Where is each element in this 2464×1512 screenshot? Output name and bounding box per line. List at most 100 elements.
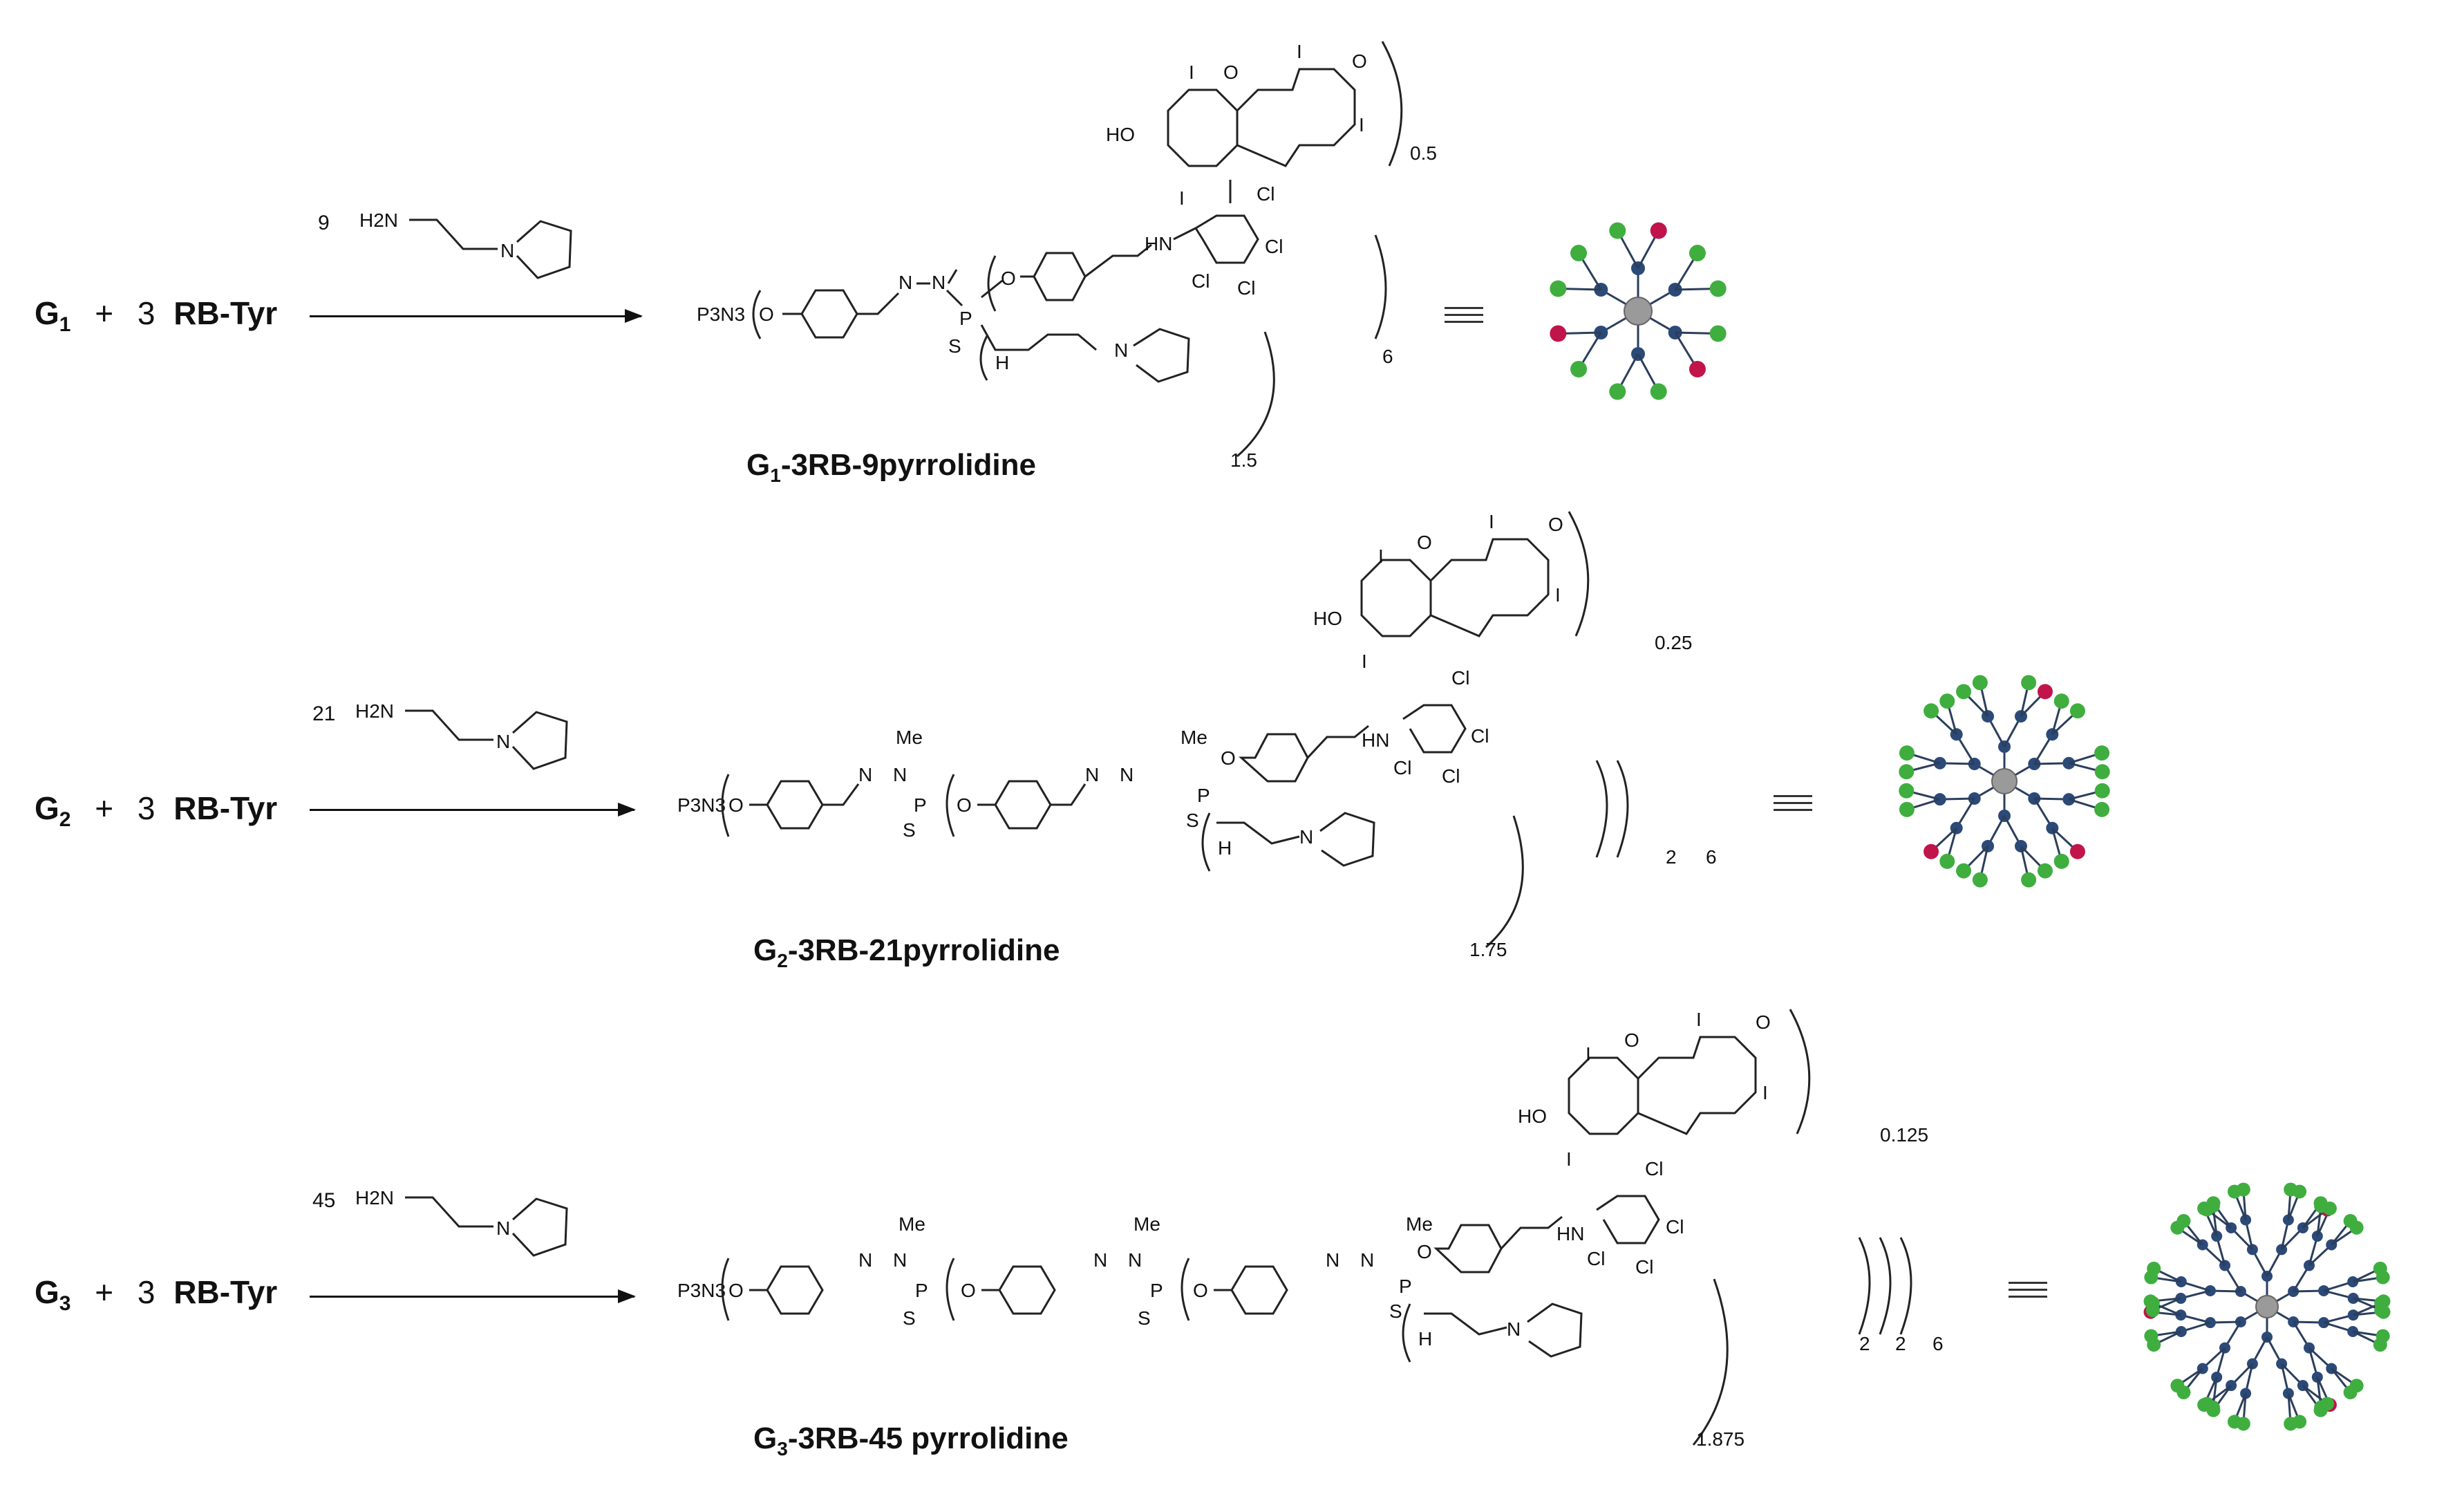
rb-terminal (2069, 843, 2085, 859)
product-structure-3: P3N3 O N N Me P S O N N Me P S O N N Me … (677, 1009, 1912, 1446)
amine-terminal (1689, 245, 1706, 262)
branch-node (2175, 1309, 2187, 1321)
rb-label: RB-Tyr (173, 790, 278, 826)
amine-terminal (2037, 863, 2053, 879)
amine-terminal (2176, 1214, 2191, 1229)
amine-reagent: H2N N (355, 1187, 568, 1257)
core-node (2255, 1295, 2279, 1318)
atom-i: I (1362, 651, 1367, 672)
atom-o: O (728, 1280, 744, 1301)
amine-terminal (1924, 703, 1939, 719)
atom-o: O (957, 794, 972, 816)
branch-node (2204, 1285, 2216, 1296)
atom-n: N (858, 764, 872, 785)
atom-s: S (948, 335, 961, 357)
branch-node (2175, 1325, 2187, 1337)
atom-i: I (1762, 1082, 1768, 1103)
amine-n-label: N (496, 731, 510, 752)
atom-p: P (959, 308, 972, 329)
rb-terminal (1924, 843, 1939, 859)
amine-terminal (2349, 1220, 2364, 1235)
reaction-arrow (310, 1289, 636, 1303)
atom-cl: Cl (1237, 277, 1255, 299)
atom-i: I (1179, 187, 1185, 209)
amine-terminal (2053, 693, 2069, 709)
index-outer: 6 (1932, 1333, 1944, 1354)
atom-hn: HN (1145, 233, 1172, 254)
amine-terminal (1709, 280, 1727, 297)
index-gen: 2 (1895, 1333, 1906, 1354)
atom-hn: HN (1362, 729, 1389, 751)
amine-terminal (1956, 684, 1972, 700)
reactant-generation: G (35, 790, 59, 826)
atom-cl: Cl (1442, 765, 1460, 787)
atom-ho: HO (1313, 608, 1342, 629)
atom-n: N (1128, 1249, 1142, 1271)
index-rb: 0.5 (1410, 142, 1437, 164)
amine-count: 21 (312, 702, 336, 725)
atom-o: O (961, 1280, 976, 1301)
atom-me: Me (1134, 1213, 1160, 1235)
core-node (1624, 297, 1653, 326)
dendrimer-illustration-g2 (1899, 675, 2110, 888)
amine-terminal (1570, 360, 1588, 377)
atom-n: N (1299, 826, 1313, 848)
reactant-sub: 1 (59, 313, 71, 337)
atom-me: Me (896, 727, 923, 748)
product-name: G2-3RB-21pyrrolidine (753, 933, 1060, 972)
rb-count: 3 (137, 295, 156, 331)
atom-n: N (1093, 1249, 1107, 1271)
amine-terminal (2376, 1270, 2390, 1285)
reaction-arrow (310, 309, 643, 323)
amine-terminal (2343, 1385, 2358, 1399)
atom-ho: HO (1106, 124, 1135, 145)
amine-terminal (2373, 1338, 2387, 1352)
atom-o: O (1221, 747, 1236, 769)
atom-i: I (1586, 1043, 1591, 1065)
product-suffix: -3RB-21pyrrolidine (787, 933, 1060, 967)
branch-node (2347, 1276, 2359, 1288)
product-sub: 2 (777, 949, 788, 971)
index-rb: 0.125 (1880, 1124, 1929, 1146)
atom-p: P (1150, 1280, 1163, 1301)
atom-n: N (1120, 764, 1134, 785)
product-prefix: G (753, 1421, 778, 1455)
atom-o: O (1624, 1029, 1639, 1051)
branch-node (2347, 1292, 2359, 1304)
product-suffix: -3RB-45 pyrrolidine (787, 1421, 1069, 1455)
atom-o: O (1001, 268, 1016, 289)
amine-terminal (1899, 801, 1915, 817)
product-name: G1-3RB-9pyrrolidine (746, 448, 1036, 487)
amine-terminal (2053, 853, 2069, 869)
amine-terminal (1956, 863, 1972, 879)
atom-cl: Cl (1265, 236, 1283, 257)
index-outer: 6 (1382, 346, 1393, 367)
atom-cl: Cl (1257, 183, 1275, 205)
atom-cl: Cl (1451, 667, 1469, 689)
equivalence-symbol (2009, 1282, 2047, 1303)
core-node (1991, 768, 2018, 794)
amine-terminal (2284, 1417, 2298, 1431)
product-structure-2: P3N3 O N N Me P S O N N Me P S O HN Cl C… (677, 511, 1629, 949)
amine-terminal (1899, 783, 1915, 799)
rb-terminal (1550, 325, 1567, 342)
atom-cl: Cl (1393, 757, 1411, 778)
index-outer: 6 (1706, 846, 1717, 868)
atom-p: P (1197, 785, 1210, 806)
reactant-sub: 3 (59, 1292, 71, 1316)
atom-n: N (932, 272, 946, 293)
atom-n: N (858, 1249, 872, 1271)
product-prefix: G (753, 933, 778, 967)
plus-sign: + (95, 790, 114, 826)
atom-n: N (1326, 1249, 1339, 1271)
index-amine: 1.75 (1469, 939, 1507, 960)
amine-terminal (2143, 1294, 2158, 1309)
index-amine: 1.5 (1230, 449, 1257, 471)
amine-terminal (1899, 745, 1915, 761)
equivalence-symbol (1774, 795, 1812, 816)
index-amine: 1.875 (1696, 1428, 1745, 1450)
amine-terminal (1972, 872, 1988, 888)
dendrimer-illustration-g3 (2143, 1182, 2391, 1431)
amine-terminal (1972, 675, 1988, 691)
amine-reagent: H2N N (355, 700, 568, 770)
